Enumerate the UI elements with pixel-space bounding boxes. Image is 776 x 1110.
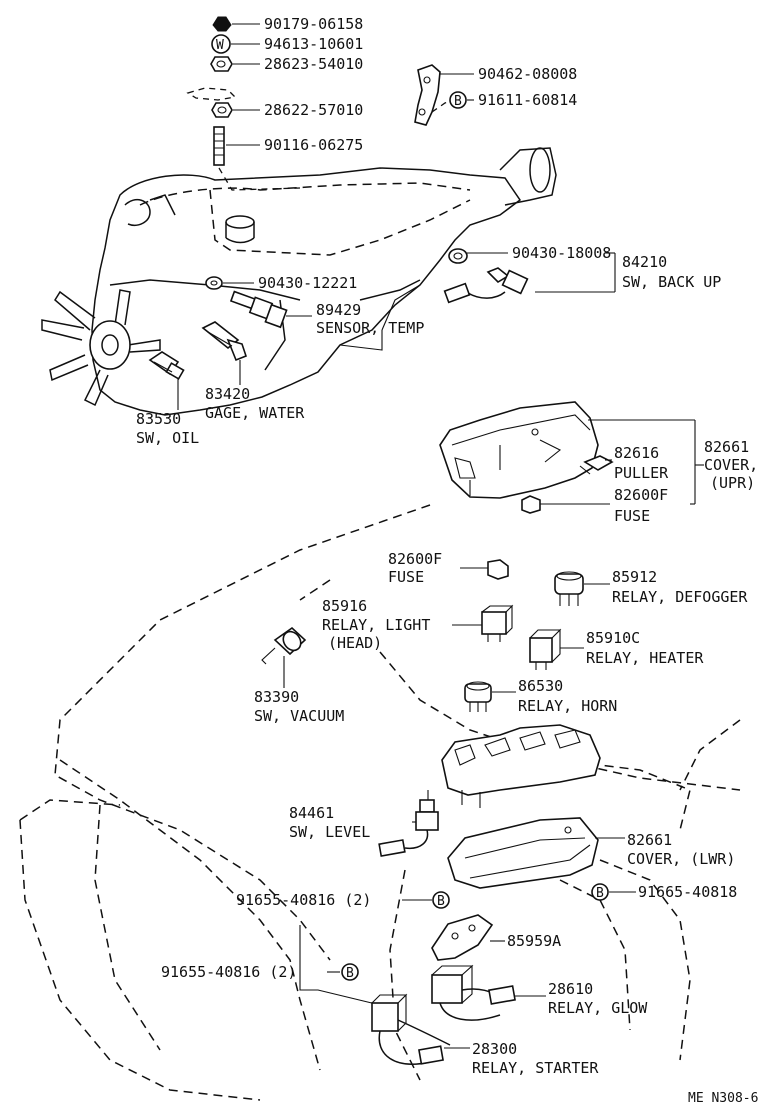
label-89429-name: SENSOR, TEMP <box>316 319 424 337</box>
label-83420: 83420 <box>205 385 250 403</box>
diagram-code: ME N308-6 <box>688 1091 758 1106</box>
label-82600f-lower-name: FUSE <box>388 568 424 586</box>
fuse-upper-icon <box>521 495 541 514</box>
relay-box-upper-cover <box>439 401 599 499</box>
label-90462: 90462-08008 <box>478 65 577 83</box>
label-91655-lower: 91655-40816 (2) <box>161 963 296 981</box>
svg-text:B: B <box>346 966 354 981</box>
defogger-relay-icon <box>554 571 584 606</box>
heater-relay-icon <box>529 628 562 670</box>
label-83390-name: SW, VACUUM <box>254 707 344 725</box>
label-82661-lower: 82661 <box>627 831 672 849</box>
back-up-switch-icon <box>443 267 529 304</box>
label-86530: 86530 <box>518 677 563 695</box>
label-83530: 83530 <box>136 410 181 428</box>
label-82600f-upper-name: FUSE <box>614 507 650 525</box>
label-82661-upper-name2: (UPR) <box>710 474 755 492</box>
label-83390: 83390 <box>254 688 299 706</box>
level-switch-icon <box>378 790 439 857</box>
label-28610-name: RELAY, GLOW <box>548 999 648 1017</box>
relay-block-base <box>441 724 601 808</box>
label-84210: 84210 <box>622 253 667 271</box>
temp-sensor-icon <box>229 290 288 329</box>
label-83530-name: SW, OIL <box>136 429 199 447</box>
label-86530-name: RELAY, HORN <box>518 697 617 715</box>
label-82600f-upper: 82600F <box>614 486 668 504</box>
label-82616: 82616 <box>614 444 659 462</box>
label-82616-name: PULLER <box>614 464 669 482</box>
label-85912: 85912 <box>612 568 657 586</box>
bracket-90462-icon <box>414 64 441 126</box>
label-85916: 85916 <box>322 597 367 615</box>
stud-90116-icon <box>213 126 225 166</box>
label-85916-name1: RELAY, LIGHT <box>322 616 430 634</box>
svg-text:B: B <box>454 94 462 109</box>
label-90179: 90179-06158 <box>264 15 363 33</box>
label-82661-lower-name: COVER, (LWR) <box>627 850 735 868</box>
oil-switch-icon <box>148 351 185 380</box>
vacuum-switch-icon <box>261 626 307 665</box>
label-82600f-lower: 82600F <box>388 550 442 568</box>
label-91655-upper: 91655-40816 (2) <box>236 891 371 909</box>
vehicle-body-outline <box>19 504 741 1101</box>
bolt-91655-upper-icon: B <box>432 891 450 909</box>
label-83420-name: GAGE, WATER <box>205 404 305 422</box>
label-90430-18008: 90430-18008 <box>512 244 611 262</box>
label-85916-name2: (HEAD) <box>328 634 382 652</box>
label-89429: 89429 <box>316 301 361 319</box>
label-84210-name: SW, BACK UP <box>622 273 721 291</box>
label-85959a: 85959A <box>507 932 561 950</box>
label-28623: 28623-54010 <box>264 55 363 73</box>
label-82661-upper-name1: COVER, <box>704 456 758 474</box>
starter-relay-icon <box>371 993 451 1065</box>
svg-text:B: B <box>437 894 445 909</box>
label-85912-name: RELAY, DEFOGGER <box>612 588 748 606</box>
gasket-28622-icon <box>186 87 237 118</box>
glow-relay-icon <box>431 964 516 1021</box>
gasket-90430-18008-icon <box>448 248 468 264</box>
label-28300-name: RELAY, STARTER <box>472 1059 599 1077</box>
svg-text:B: B <box>596 886 604 901</box>
label-90116: 90116-06275 <box>264 136 363 154</box>
label-85910c: 85910C <box>586 629 640 647</box>
label-28622: 28622-57010 <box>264 101 363 119</box>
label-82661-upper: 82661 <box>704 438 749 456</box>
label-84461: 84461 <box>289 804 334 822</box>
cooling-fan <box>41 289 161 407</box>
label-28610: 28610 <box>548 980 593 998</box>
nut-90179-icon <box>212 16 232 32</box>
label-28300: 28300 <box>472 1040 517 1058</box>
label-91611: 91611-60814 <box>478 91 577 109</box>
gasket-90430-12221-icon <box>205 276 223 290</box>
label-85910c-name: RELAY, HEATER <box>586 649 704 667</box>
washer-mark: W <box>216 38 224 53</box>
bolt-91655-lower-icon: B <box>341 963 359 981</box>
label-94613: 94613-10601 <box>264 35 363 53</box>
bolt-91611-icon: B <box>449 91 467 109</box>
horn-relay-icon <box>464 681 492 712</box>
fuse-lower-icon <box>487 559 509 580</box>
nut-28623-icon <box>210 56 233 72</box>
washer-94613-icon: W <box>211 34 231 54</box>
water-gage-sender-icon <box>201 321 247 362</box>
relay-box-lower-cover <box>447 817 599 889</box>
headlight-relay-icon <box>481 604 514 642</box>
engine-outline <box>91 147 557 416</box>
bracket-85959a-icon <box>431 914 494 961</box>
label-91665: 91665-40818 <box>638 883 737 901</box>
label-84461-name: SW, LEVEL <box>289 823 370 841</box>
bolt-91665-icon: B <box>591 883 609 901</box>
label-90430-12221: 90430-12221 <box>258 274 357 292</box>
